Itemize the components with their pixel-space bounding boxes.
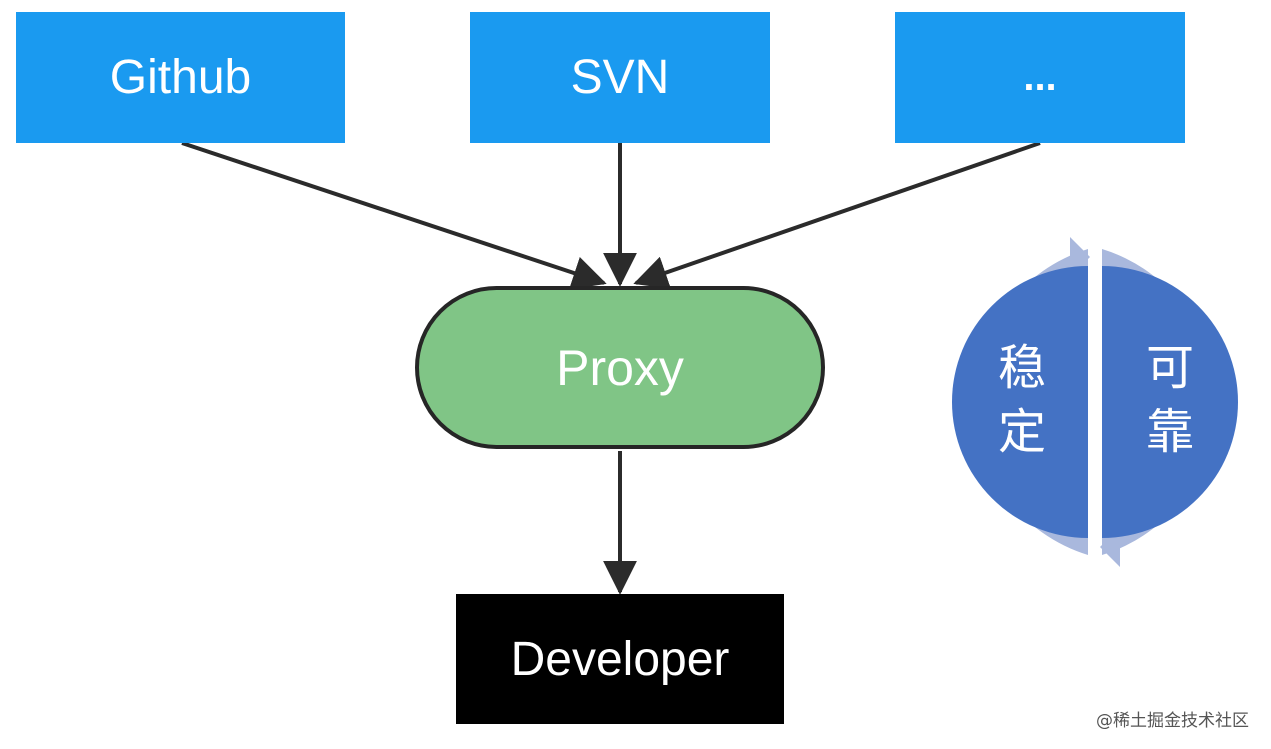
developer-label: Developer [510, 632, 730, 686]
cycle-right-char: 靠 [1145, 404, 1194, 460]
cycle-right-char: 可 [1145, 340, 1194, 396]
arrow-more-to-proxy [633, 141, 1041, 289]
cycle-left-half [952, 266, 1088, 538]
cycle-right-half [1102, 266, 1238, 538]
proxy-node: Proxy [415, 286, 825, 449]
cycle-left-char: 定 [997, 404, 1046, 460]
developer-node: Developer [456, 594, 784, 724]
source-label: ... [1023, 55, 1057, 99]
source-box-svn: SVN [470, 12, 770, 143]
source-label: Github [109, 51, 252, 104]
source-label: SVN [570, 51, 670, 104]
source-box-github: Github [16, 12, 345, 143]
source-box-more: ... [895, 12, 1185, 143]
arrow-github-to-proxy [181, 141, 607, 290]
proxy-label: Proxy [556, 339, 684, 396]
cycle-left-char: 稳 [997, 340, 1046, 396]
watermark-text: @稀土掘金技术社区 [1096, 711, 1249, 731]
